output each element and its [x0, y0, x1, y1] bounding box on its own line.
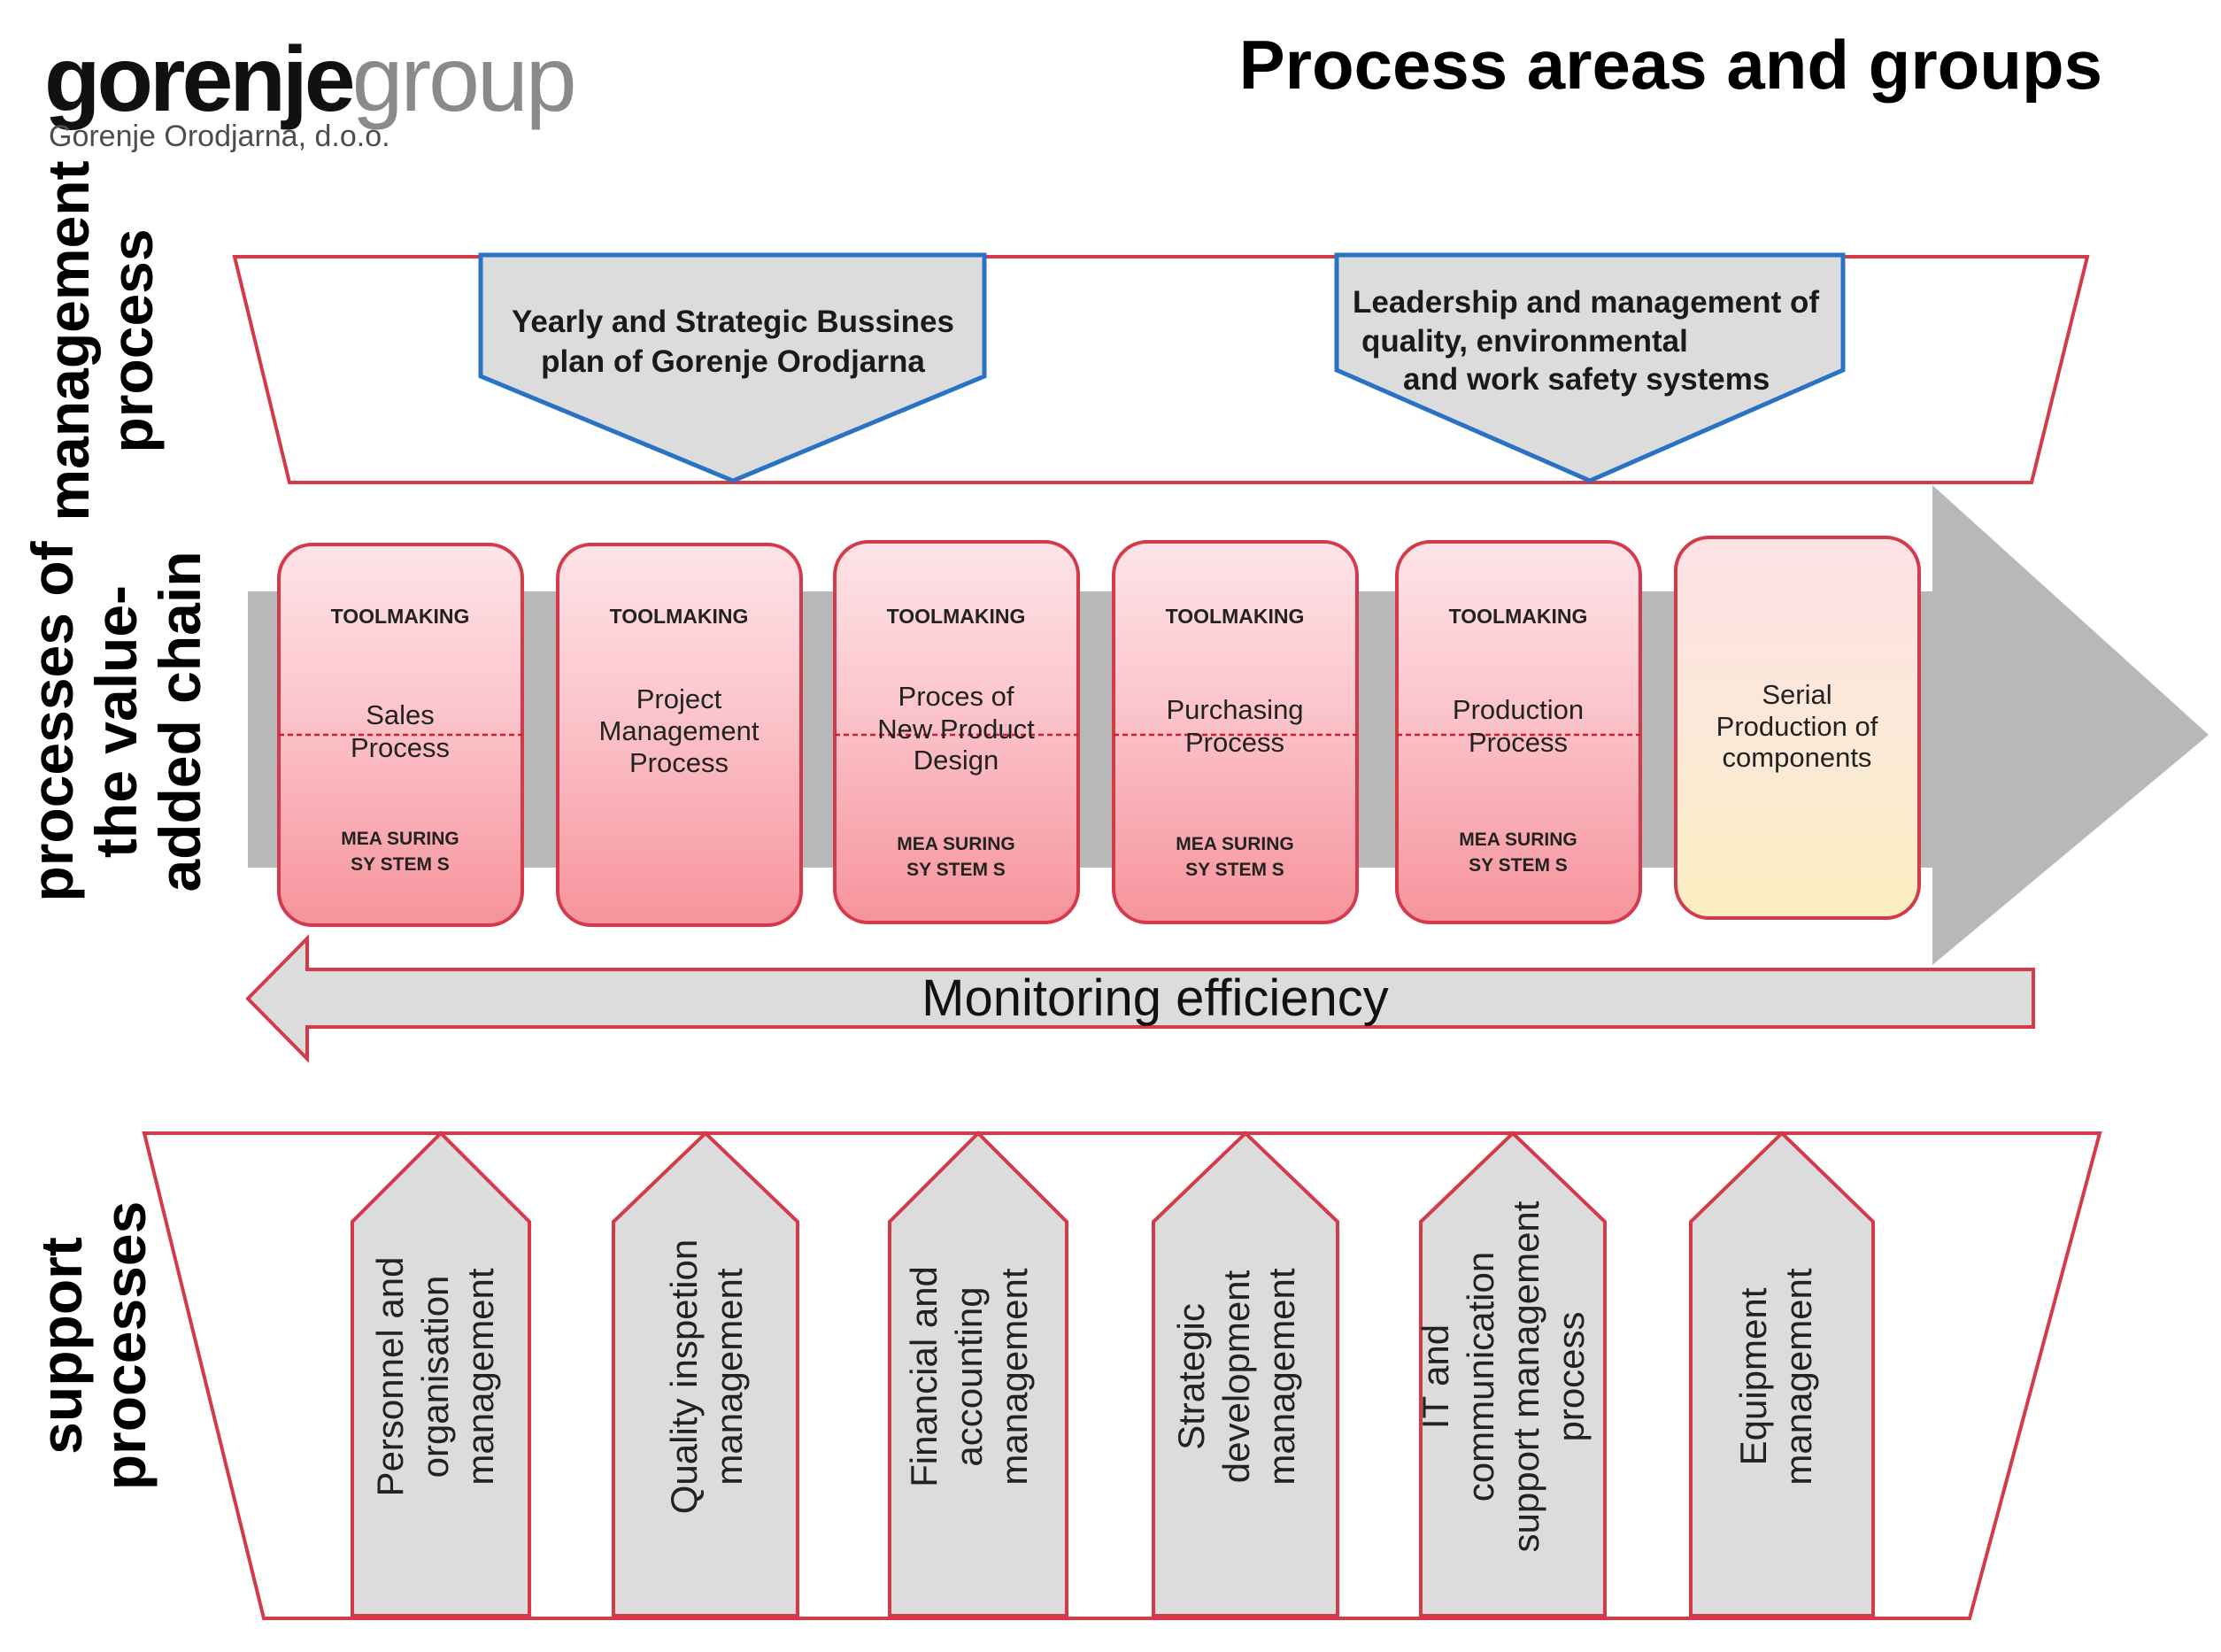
- support-financial: Financial and accounting management: [888, 1131, 1068, 1617]
- svg-text:Purchasing: Purchasing: [1166, 694, 1303, 725]
- svg-text:Management: Management: [599, 715, 760, 746]
- svg-text:Serial: Serial: [1762, 679, 1832, 710]
- svg-text:Leadership and management of: Leadership and management of: [1353, 285, 1819, 320]
- svg-text:Process: Process: [351, 732, 450, 763]
- svg-text:accounting: accounting: [948, 1286, 990, 1466]
- svg-text:IT and: IT and: [1415, 1324, 1456, 1429]
- section-label-management: management process: [35, 160, 165, 521]
- svg-text:Process: Process: [1469, 727, 1568, 758]
- svg-text:Equipment: Equipment: [1732, 1287, 1774, 1465]
- svg-text:added chain: added chain: [147, 551, 212, 892]
- svg-text:support management: support management: [1505, 1200, 1546, 1552]
- logo: gorenjegroup: [44, 28, 575, 131]
- svg-text:New Product: New Product: [877, 714, 1035, 745]
- svg-text:communication: communication: [1460, 1252, 1501, 1501]
- support-equipment: Equipment management: [1689, 1131, 1875, 1617]
- svg-text:organisation: organisation: [414, 1276, 456, 1478]
- svg-text:Design: Design: [914, 745, 999, 776]
- svg-text:management: management: [708, 1268, 750, 1485]
- svg-text:Production of: Production of: [1716, 711, 1878, 742]
- support-quality: Quality inspetion management: [612, 1131, 799, 1617]
- svg-text:the value-: the value-: [83, 585, 149, 858]
- svg-text:components: components: [1723, 742, 1872, 773]
- svg-text:MEA SURING: MEA SURING: [341, 829, 459, 849]
- svg-text:Financial and: Financial and: [903, 1266, 945, 1487]
- svg-text:management: management: [1261, 1268, 1302, 1485]
- support-it: IT and communication support management …: [1415, 1131, 1607, 1617]
- svg-text:TOOLMAKING: TOOLMAKING: [1449, 605, 1588, 628]
- support-strategic: Strategic development management: [1152, 1131, 1339, 1617]
- svg-text:process: process: [99, 228, 165, 452]
- svg-text:development: development: [1215, 1270, 1257, 1483]
- vc-box-new-product-design: TOOLMAKING Proces of New Product Design …: [833, 540, 1080, 924]
- svg-text:SY STEM S: SY STEM S: [351, 854, 450, 875]
- svg-text:and work safety systems: and work safety systems: [1403, 362, 1770, 397]
- svg-text:SY STEM S: SY STEM S: [1185, 860, 1284, 880]
- svg-text:processes: processes: [92, 1201, 158, 1491]
- svg-text:SY STEM S: SY STEM S: [906, 860, 1006, 880]
- management-box-leadership: Leadership and management of quality, en…: [1334, 252, 1846, 483]
- svg-text:management: management: [35, 160, 101, 521]
- svg-text:Project: Project: [636, 683, 722, 714]
- svg-text:Yearly and Strategic Bussines: Yearly and Strategic Bussines: [512, 305, 954, 339]
- svg-text:TOOLMAKING: TOOLMAKING: [887, 605, 1026, 628]
- monitoring-label: Monitoring efficiency: [922, 969, 1389, 1027]
- vc-box-sales: TOOLMAKING Sales Process MEA SURING SY S…: [277, 543, 524, 927]
- vc-box-purchasing: TOOLMAKING Purchasing Process MEA SURING…: [1112, 540, 1359, 924]
- svg-text:processes of: processes of: [19, 540, 85, 901]
- svg-text:SY STEM S: SY STEM S: [1469, 855, 1568, 876]
- svg-text:management: management: [459, 1268, 501, 1485]
- svg-text:Quality inspetion: Quality inspetion: [663, 1239, 705, 1515]
- svg-text:MEA SURING: MEA SURING: [1459, 830, 1577, 850]
- svg-text:Production: Production: [1453, 694, 1584, 725]
- management-box-strategic-plan: Yearly and Strategic Bussines plan of Go…: [478, 252, 987, 483]
- svg-text:MEA SURING: MEA SURING: [897, 834, 1014, 854]
- svg-text:process: process: [1550, 1311, 1592, 1441]
- svg-text:Process: Process: [629, 747, 729, 778]
- svg-text:management: management: [1778, 1268, 1819, 1485]
- svg-text:Strategic: Strategic: [1170, 1303, 1212, 1450]
- company-name: Gorenje Orodjarna, d.o.o.: [49, 120, 390, 153]
- monitoring-arrow: Monitoring efficiency: [245, 934, 2035, 1063]
- svg-text:TOOLMAKING: TOOLMAKING: [610, 605, 749, 628]
- vc-box-serial-production: Serial Production of components: [1674, 536, 1921, 920]
- vc-box-production: TOOLMAKING Production Process MEA SURING…: [1395, 540, 1642, 924]
- section-label-support: support processes: [28, 1201, 158, 1491]
- svg-text:Personnel and: Personnel and: [369, 1257, 411, 1497]
- svg-text:management: management: [993, 1268, 1035, 1485]
- svg-text:TOOLMAKING: TOOLMAKING: [331, 605, 470, 628]
- svg-text:Sales: Sales: [366, 699, 435, 730]
- page-title: Process areas and groups: [1239, 26, 2102, 104]
- svg-text:plan of Gorenje Orodjarna: plan of Gorenje Orodjarna: [541, 344, 925, 379]
- svg-text:TOOLMAKING: TOOLMAKING: [1166, 605, 1305, 628]
- svg-text:support: support: [28, 1237, 94, 1455]
- section-label-value-chain: processes of the value- added chain: [19, 540, 212, 901]
- vc-box-project-management: TOOLMAKING Project Management Process: [556, 543, 803, 927]
- svg-text:Proces of: Proces of: [898, 681, 1014, 712]
- svg-text:MEA SURING: MEA SURING: [1176, 834, 1293, 854]
- svg-text:Process: Process: [1185, 727, 1284, 758]
- svg-text:quality, environmental: quality, environmental: [1361, 324, 1688, 359]
- support-personnel: Personnel and organisation management: [351, 1131, 531, 1617]
